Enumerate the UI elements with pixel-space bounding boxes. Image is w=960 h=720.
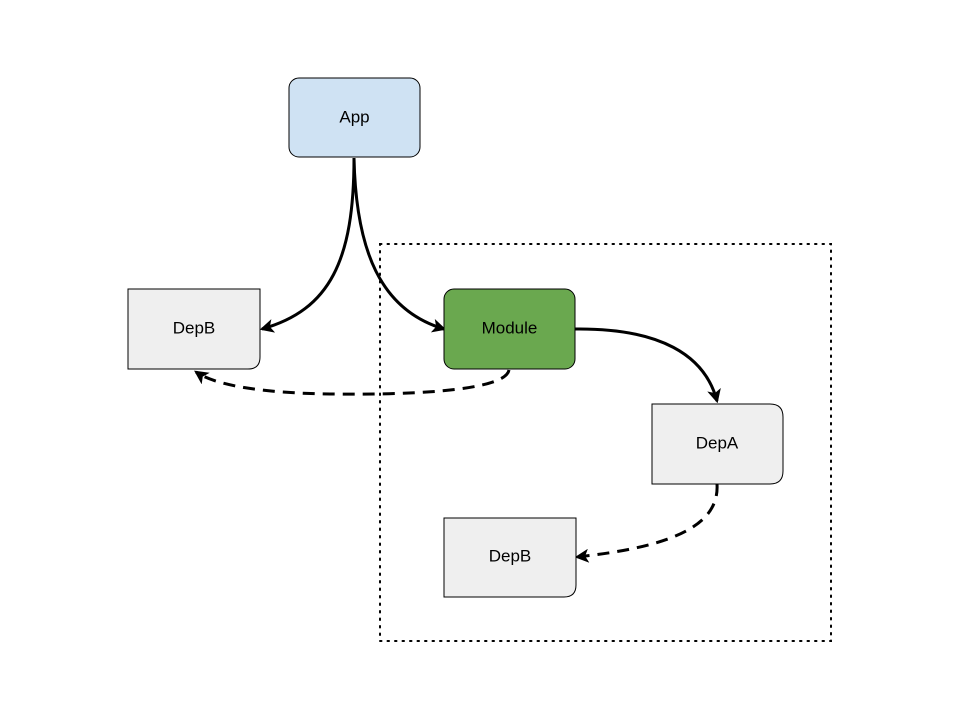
edge-app-to-depb [259, 157, 356, 333]
node-depa-label: DepA [696, 433, 739, 452]
node-depb-outer-box [127, 288, 261, 370]
module-scope-group [379, 243, 832, 642]
node-module[interactable]: Module [443, 288, 576, 370]
node-depb-inner-label: DepB [489, 546, 532, 565]
node-module-label: Module [482, 318, 538, 337]
edge-module-to-depa [574, 327, 721, 404]
node-depa[interactable]: DepA [651, 403, 784, 485]
node-depb-inner-box [443, 517, 577, 598]
edge-module-to-depb-dashed [194, 369, 511, 396]
node-depa-box [651, 403, 784, 485]
edge-app-to-module [352, 157, 447, 333]
node-app-label: App [339, 107, 369, 126]
node-app[interactable]: App [288, 77, 421, 158]
node-depb-outer-label: DepB [173, 318, 216, 337]
node-app-box [288, 77, 421, 158]
node-module-box [443, 288, 576, 370]
node-depb-inner[interactable]: DepB [443, 517, 577, 598]
node-depb-outer[interactable]: DepB [127, 288, 261, 370]
edge-depa-to-depb-dashed [574, 483, 719, 563]
